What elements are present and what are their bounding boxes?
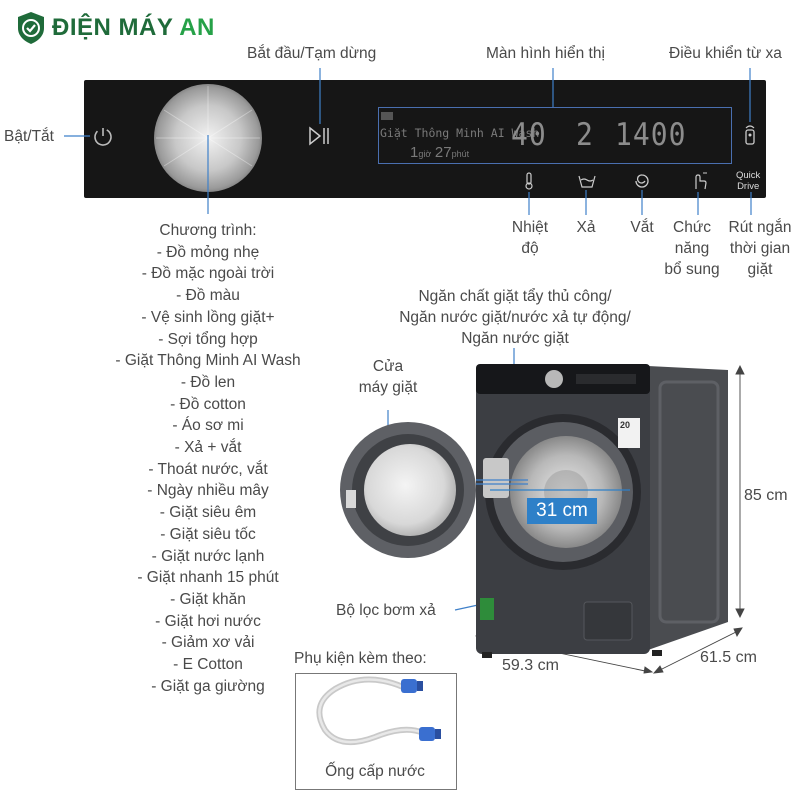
extra-function-label: Chức năng bổ sung [655, 218, 729, 281]
accessory-box [295, 673, 457, 790]
temperature-label-line-1: Nhiệt [511, 219, 549, 236]
program-item: - Giặt khăn [170, 590, 246, 608]
temperature-label: Nhiệt độ [505, 218, 555, 260]
brand-logo: ĐIỆN MÁY AN [52, 14, 215, 42]
quick-drive-button[interactable]: Quick Drive [736, 170, 760, 192]
program-item: - Vệ sinh lồng giặt+ [141, 308, 275, 326]
program-item: - Giặt ga giường [151, 677, 265, 695]
width-dimension: 59.3 cm [502, 657, 559, 674]
power-icon[interactable] [92, 125, 114, 147]
program-item: - Đồ len [180, 373, 236, 391]
door-line-1: Cửa [372, 358, 404, 375]
program-item: - Áo sơ mi [172, 417, 244, 435]
program-item: - E Cotton [173, 656, 243, 674]
program-item: - Sợi tổng hợp [158, 330, 258, 348]
display-hours-unit: giờ [418, 149, 432, 159]
program-item: - Giặt nước lạnh [151, 547, 265, 565]
program-item: - Đồ màu [176, 287, 240, 305]
remote-control-icon[interactable] [743, 124, 757, 146]
quick-drive-line-3: giặt [747, 260, 773, 278]
brand-name: ĐIỆN MÁY [52, 14, 180, 41]
door-label: Cửa máy giặt [338, 357, 438, 399]
quick-drive-line-2: thời gian [729, 239, 791, 257]
spin-label: Vắt [630, 219, 654, 236]
program-item: - Ngày nhiều mây [147, 482, 269, 500]
program-item: - Giặt Thông Minh AI Wash [115, 352, 301, 370]
hand-touch-icon[interactable] [690, 171, 708, 191]
detergent-line-2: Ngăn nước giặt/nước xả tự động/ [399, 308, 631, 326]
program-item: - Giặt siêu tốc [160, 525, 256, 543]
thermometer-icon[interactable] [523, 172, 535, 190]
rinse-label: Xả [576, 219, 596, 236]
display-spin: 1400 [615, 116, 687, 153]
program-item: - Giặt siêu êm [159, 504, 257, 522]
washing-machine-image [340, 364, 728, 658]
accessory-item-label: Ống cấp nước [325, 763, 425, 780]
display-label: Màn hình hiển thị [486, 45, 605, 62]
start-pause-label: Bắt đầu/Tạm dừng [247, 45, 377, 62]
detergent-line-3: Ngăn nước giặt [461, 329, 569, 347]
detergent-line-1: Ngăn chất giặt tẩy thủ công/ [418, 288, 612, 305]
program-item: - Đồ mỏng nhẹ [156, 243, 260, 261]
program-item: - Giặt hơi nước [155, 612, 261, 630]
quick-drive-text-1: Quick [736, 170, 761, 181]
display-time: 1giờ 27phút [410, 144, 469, 161]
program-item: - Thoát nước, vắt [148, 460, 268, 478]
program-item: - Giảm xơ vải [161, 634, 255, 652]
drum-diameter-label: 31 cm [527, 498, 597, 524]
accessory-title: Phụ kiện kèm theo: [294, 650, 427, 667]
display-minutes-unit: phút [451, 149, 470, 159]
energy-badge: 20 [620, 420, 631, 430]
brand-accent: AN [179, 14, 215, 41]
remote-label: Điều khiển từ xa [669, 45, 782, 62]
wifi-indicator-icon [381, 112, 393, 120]
power-label: Bật/Tắt [4, 128, 54, 145]
shield-check-icon [18, 12, 44, 44]
play-pause-icon[interactable] [308, 126, 332, 146]
extra-function-line-3: bổ sung [664, 260, 720, 278]
program-item: - Đồ cotton [170, 395, 246, 413]
display-minutes: 27 [434, 144, 452, 161]
program-item: - Xả + vắt [174, 439, 242, 457]
quick-drive-text-2: Drive [737, 181, 760, 192]
program-list: Chương trình: - Đồ mỏng nhẹ - Đồ mặc ngo… [40, 220, 376, 697]
quick-drive-label: Rút ngắn thời gian giặt [720, 218, 800, 281]
drain-filter-label: Bộ lọc bơm xả [336, 602, 436, 619]
detergent-drawer-label: Ngăn chất giặt tẩy thủ công/ Ngăn nước g… [380, 287, 650, 350]
program-item: - Giặt nhanh 15 phút [137, 569, 279, 587]
display-temperature: 40 [511, 116, 547, 153]
spin-icon[interactable] [633, 172, 651, 190]
display-mode-text: Giặt Thông Minh AI Wash [380, 126, 540, 140]
door-line-2: máy giặt [358, 378, 418, 396]
program-item: - Đồ mặc ngoài trời [141, 265, 275, 283]
quick-drive-line-1: Rút ngắn [728, 219, 792, 236]
rinse-icon[interactable] [578, 174, 596, 188]
program-list-title: Chương trình: [159, 222, 257, 239]
temperature-label-line-2: độ [521, 239, 539, 257]
display-area [378, 107, 732, 164]
display-hours: 1 [410, 144, 419, 161]
extra-function-line-2: năng [674, 239, 710, 257]
height-dimension: 85 cm [744, 487, 788, 504]
extra-function-line-1: Chức [673, 219, 711, 236]
display-rinse: 2 [576, 116, 594, 153]
depth-dimension: 61.5 cm [700, 649, 757, 666]
water-hose-image [316, 676, 441, 746]
